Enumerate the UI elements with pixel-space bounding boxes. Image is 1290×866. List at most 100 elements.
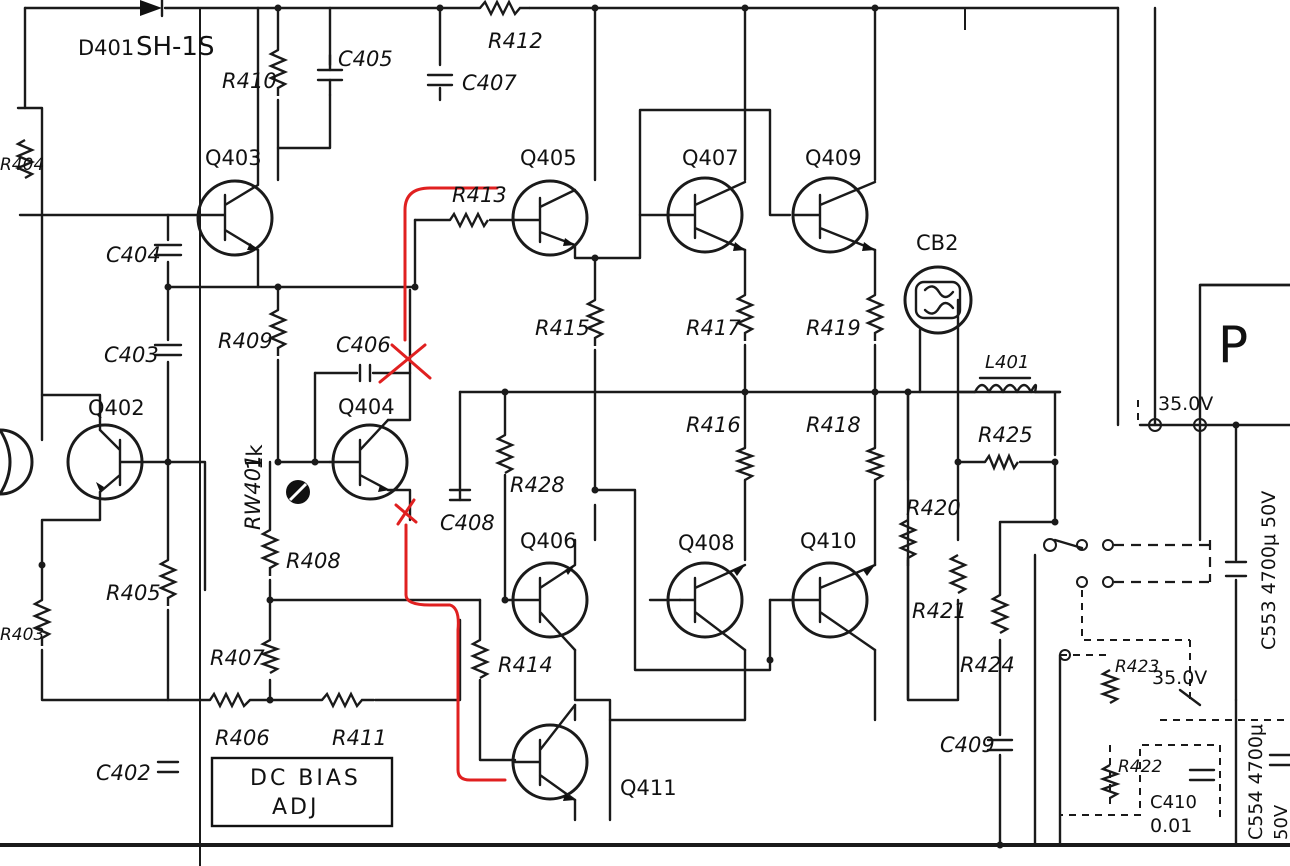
label-c410-val: 0.01 <box>1150 815 1192 837</box>
transistors <box>0 6 877 802</box>
label-q403: Q403 <box>205 146 262 170</box>
label-c406: C406 <box>336 333 391 357</box>
resistor-r405 <box>157 558 179 606</box>
label-left-r2: R403 <box>0 625 44 645</box>
transistor-q411 <box>511 703 589 802</box>
capacitor-c553 <box>1224 560 1248 578</box>
label-c554-v: 50V <box>1271 804 1290 840</box>
capacitor-c402 <box>156 760 180 774</box>
label-r421: R421 <box>912 599 967 623</box>
label-v350-top: 35.0V <box>1158 393 1213 415</box>
label-c553: C553 4700μ 50V <box>1258 491 1280 650</box>
label-r425: R425 <box>978 423 1033 447</box>
capacitor-c407 <box>426 73 454 87</box>
resistor-r422 <box>1099 763 1121 800</box>
label-r411: R411 <box>332 726 387 750</box>
junction-dots <box>38 4 1240 849</box>
resistor-r406 <box>209 691 251 709</box>
resistor-r425 <box>984 452 1019 472</box>
resistor-r414 <box>469 638 491 680</box>
transistor-q406 <box>503 538 589 652</box>
resistor-r428 <box>494 433 516 475</box>
wiring <box>0 6 1290 866</box>
circuit-breaker-cb2 <box>903 265 973 335</box>
transistor-q407 <box>666 176 747 254</box>
label-c554: C554 4700μ <box>1245 724 1267 840</box>
label-c403: C403 <box>104 343 159 367</box>
transistor-q405 <box>511 179 589 257</box>
label-r416: R416 <box>686 413 741 437</box>
label-r418: R418 <box>806 413 861 437</box>
label-q405: Q405 <box>520 146 577 170</box>
label-rw401: RW401 <box>241 455 265 530</box>
resistor-r417 <box>734 293 756 341</box>
label-c405: C405 <box>338 47 393 71</box>
label-c404: C404 <box>106 243 161 267</box>
resistor-r415 <box>584 298 606 346</box>
label-q406: Q406 <box>520 529 577 553</box>
resistor-r421 <box>947 553 969 595</box>
red-rewire-bottom <box>404 523 507 782</box>
label-d401: D401 <box>78 36 134 60</box>
label-r408: R408 <box>286 549 341 573</box>
label-q410: Q410 <box>800 529 857 553</box>
label-r422: R422 <box>1118 757 1162 777</box>
resistor-r412 <box>479 0 530 17</box>
label-q402: Q402 <box>88 396 145 420</box>
capacitor-c554 <box>1268 753 1290 767</box>
label-r405: R405 <box>106 581 161 605</box>
red-cross-q404 <box>394 498 418 526</box>
transistor-q408 <box>666 561 747 652</box>
label-r413: R413 <box>452 183 507 207</box>
label-c409: C409 <box>940 733 995 757</box>
label-r420: R420 <box>906 496 961 520</box>
transistor-q403 <box>196 6 274 257</box>
label-l401: L401 <box>985 352 1029 373</box>
red-rewire-top <box>403 186 499 342</box>
label-r412: R412 <box>488 29 543 53</box>
trimmer-knob-icon <box>286 480 310 504</box>
label-c407: C407 <box>462 71 517 95</box>
diode-d401 <box>140 0 164 18</box>
label-c408: C408 <box>440 511 495 535</box>
label-r419: R419 <box>806 316 861 340</box>
capacitors <box>153 53 1290 782</box>
component-labels: D401 SH-1S R412 R410 C405 C407 Q403 Q405… <box>0 29 1290 840</box>
transistor-q410 <box>788 561 877 652</box>
switch-contacts <box>1043 400 1290 820</box>
resistor-r410 <box>267 48 289 96</box>
dc-bias-label-line2: ADJ <box>272 795 319 820</box>
capacitor-c406 <box>358 363 372 383</box>
label-r423: R423 <box>1115 657 1159 677</box>
resistor-r413 <box>449 211 489 229</box>
resistor-r419 <box>864 293 886 341</box>
label-sh1s: SH-1S <box>136 32 214 62</box>
transistor-q402 <box>66 423 144 501</box>
label-p: P <box>1218 316 1248 374</box>
label-q408: Q408 <box>678 531 735 555</box>
resistor-r418 <box>864 446 886 482</box>
label-r409: R409 <box>218 329 273 353</box>
dc-bias-adj-box <box>210 756 394 828</box>
resistor-r407 <box>259 638 281 675</box>
label-q407: Q407 <box>682 146 739 170</box>
label-r424: R424 <box>960 653 1015 677</box>
label-r414: R414 <box>498 653 553 677</box>
capacitor-c405 <box>316 53 344 97</box>
label-r415: R415 <box>535 316 590 340</box>
label-q404: Q404 <box>338 395 395 419</box>
label-r407: R407 <box>210 646 265 670</box>
capacitor-c410 <box>1188 768 1216 782</box>
capacitor-c404 <box>153 243 183 257</box>
resistors <box>14 0 1121 800</box>
capacitor-c409 <box>986 738 1014 752</box>
resistor-r420 <box>897 518 919 566</box>
resistor-r424 <box>989 593 1011 635</box>
resistor-r409 <box>267 308 289 356</box>
resistor-r416 <box>734 446 756 482</box>
label-v350-mid: 35.0V <box>1152 667 1207 689</box>
red-annotation-marks <box>378 186 507 782</box>
label-q409: Q409 <box>805 146 862 170</box>
label-r406: R406 <box>215 726 270 750</box>
